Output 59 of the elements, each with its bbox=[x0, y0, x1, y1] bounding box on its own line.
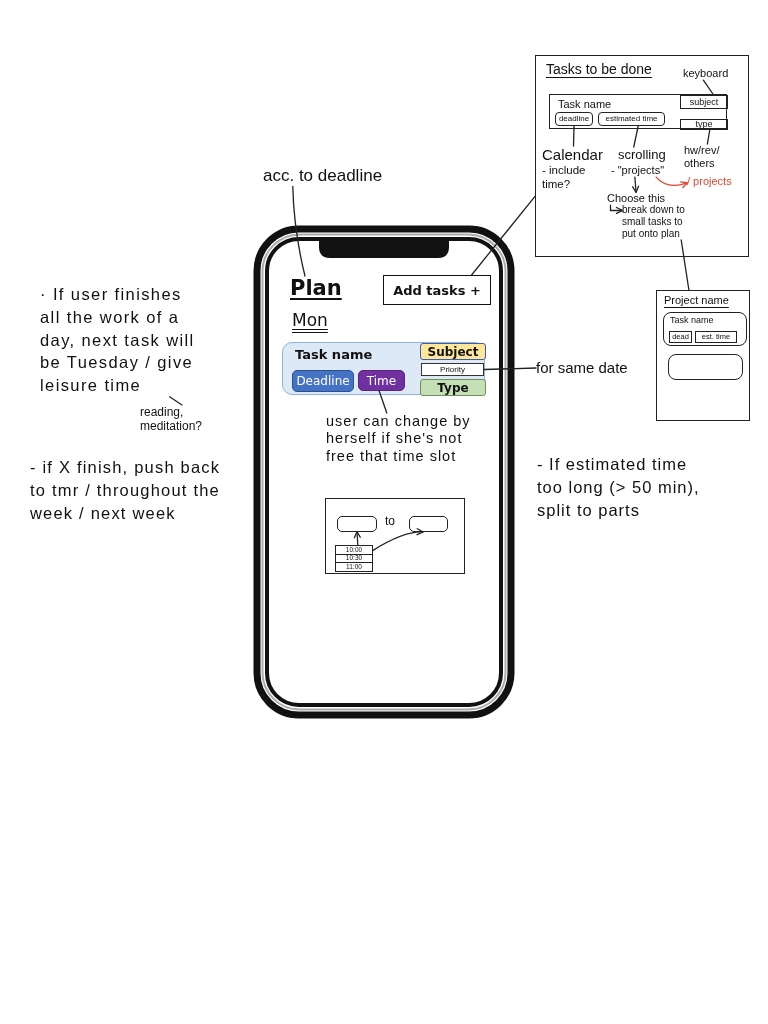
subject-tag: Subject bbox=[420, 343, 486, 360]
leader-line bbox=[292, 185, 306, 277]
slot-box bbox=[409, 516, 448, 532]
leader-line bbox=[633, 125, 639, 148]
field-label: Task name bbox=[558, 98, 612, 111]
leader-line bbox=[378, 390, 388, 414]
priority-tag: Priority bbox=[421, 363, 484, 376]
deadline-tag: Deadline bbox=[292, 370, 354, 392]
time-list bbox=[335, 545, 373, 572]
annotation-text: / projects bbox=[687, 175, 732, 189]
leader-line bbox=[483, 367, 537, 371]
annotation-text: Choose this bbox=[607, 192, 666, 206]
annotation-text: break down to small tasks to put onto plan bbox=[622, 204, 696, 240]
leader-line bbox=[572, 125, 575, 147]
sketch-frame bbox=[325, 498, 465, 574]
annotation-text: hw/rev/ others bbox=[684, 144, 736, 171]
arrow bbox=[655, 176, 688, 189]
sketch-panel bbox=[535, 55, 749, 257]
arrow bbox=[609, 204, 624, 215]
annotation-text: acc. to deadline bbox=[263, 166, 383, 187]
slot-box bbox=[337, 516, 377, 532]
arrow bbox=[372, 528, 424, 552]
leader-line bbox=[706, 129, 711, 145]
label-text: to bbox=[385, 514, 395, 529]
note-text: - if X finish, push back to tmr / throughout the week / next week bbox=[30, 457, 222, 524]
annotation-text: scrolling bbox=[618, 147, 666, 163]
task-card bbox=[282, 342, 485, 395]
note-text: · If user finishes all the work of a day, next task will be Tuesday / give leisure time bbox=[40, 283, 202, 397]
note-text: reading, meditation? bbox=[140, 405, 224, 434]
panel-heading: Tasks to be done bbox=[546, 61, 652, 78]
page-title: Plan bbox=[290, 276, 340, 302]
panel-heading: Project name bbox=[664, 294, 729, 307]
annotation-text: user can change by herself if she's not free that time slot bbox=[326, 413, 486, 466]
tag-box: subject bbox=[680, 95, 728, 109]
type-tag: Type bbox=[420, 379, 486, 396]
leader-line bbox=[470, 195, 536, 276]
leader-line bbox=[702, 79, 715, 96]
annotation-text: Calendar bbox=[542, 146, 603, 164]
task-title: Task name bbox=[295, 348, 373, 363]
leader-line bbox=[168, 396, 183, 406]
arrow bbox=[353, 530, 362, 546]
annotation-text: for same date bbox=[536, 359, 628, 377]
tag-box: estimated time bbox=[598, 112, 665, 126]
add-tasks-button: Add tasks + bbox=[383, 275, 491, 305]
sketch-panel bbox=[656, 290, 750, 421]
annotation-text: keyboard bbox=[683, 67, 729, 81]
annotation-text: - include time? bbox=[542, 164, 587, 192]
annotation-text: - "projects" bbox=[611, 164, 665, 178]
empty-card-sketch bbox=[668, 354, 743, 380]
day-label: Mon bbox=[292, 310, 328, 331]
time-tag: Time bbox=[358, 370, 405, 391]
arrow bbox=[631, 176, 640, 194]
task-card-sketch bbox=[663, 312, 747, 346]
card-label: Task name bbox=[670, 315, 714, 326]
input-row-sketch bbox=[549, 94, 727, 129]
note-text: - If estimated time too long (> 50 min), split to parts bbox=[537, 454, 701, 521]
tag-box: deadline bbox=[555, 112, 593, 126]
leader-line bbox=[680, 239, 690, 291]
tag-box: type bbox=[680, 119, 728, 130]
